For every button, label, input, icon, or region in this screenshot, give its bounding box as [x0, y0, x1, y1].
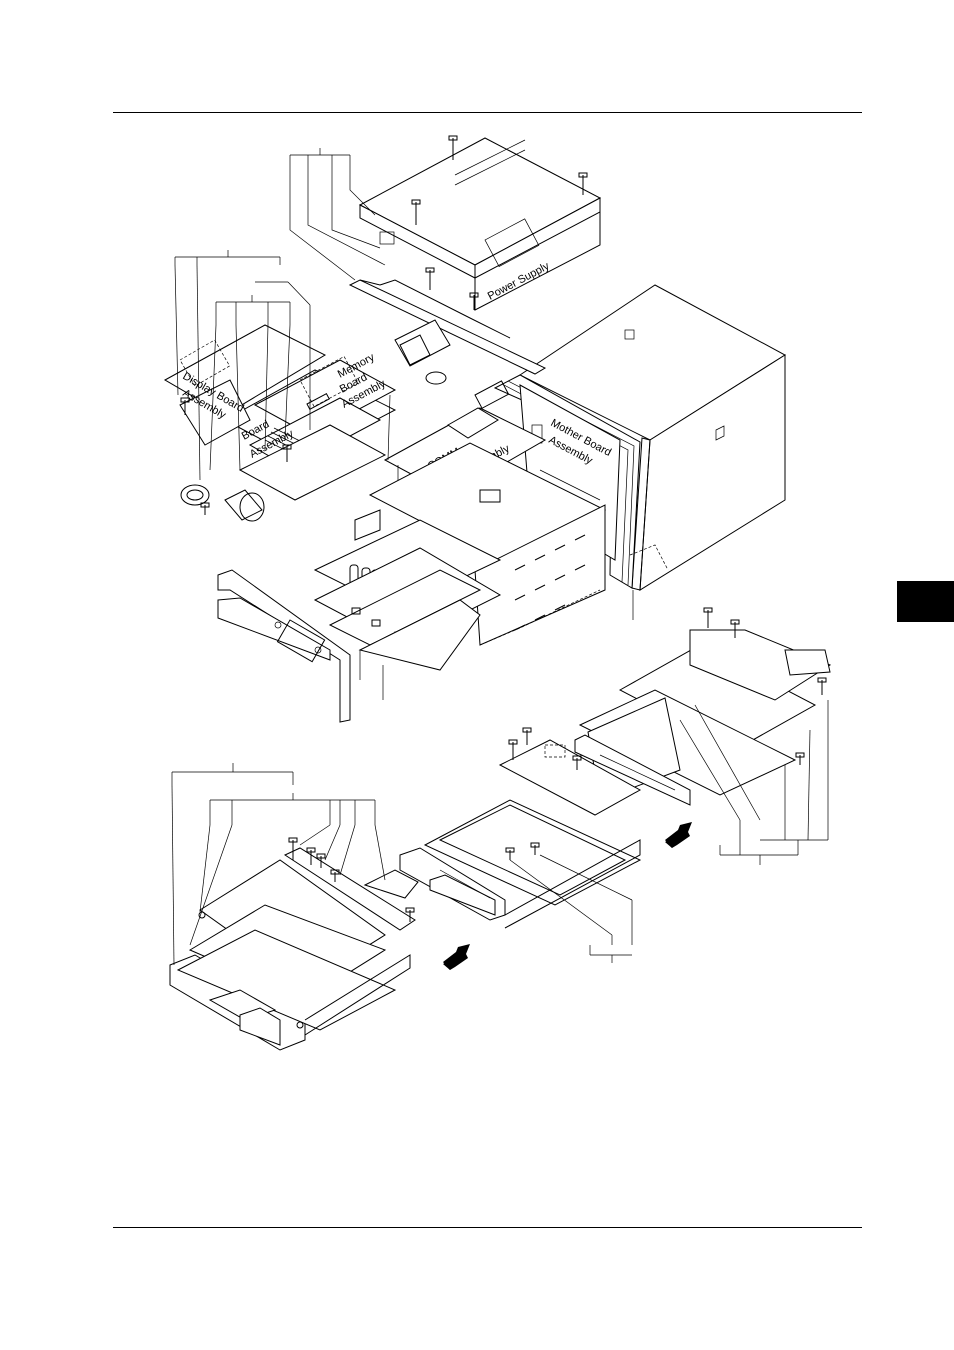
insert-arrow-right: [665, 822, 692, 848]
left-drive-tray: [170, 838, 418, 1050]
insert-arrow-left: [443, 944, 470, 970]
floppy-drive-unit: [575, 608, 830, 865]
